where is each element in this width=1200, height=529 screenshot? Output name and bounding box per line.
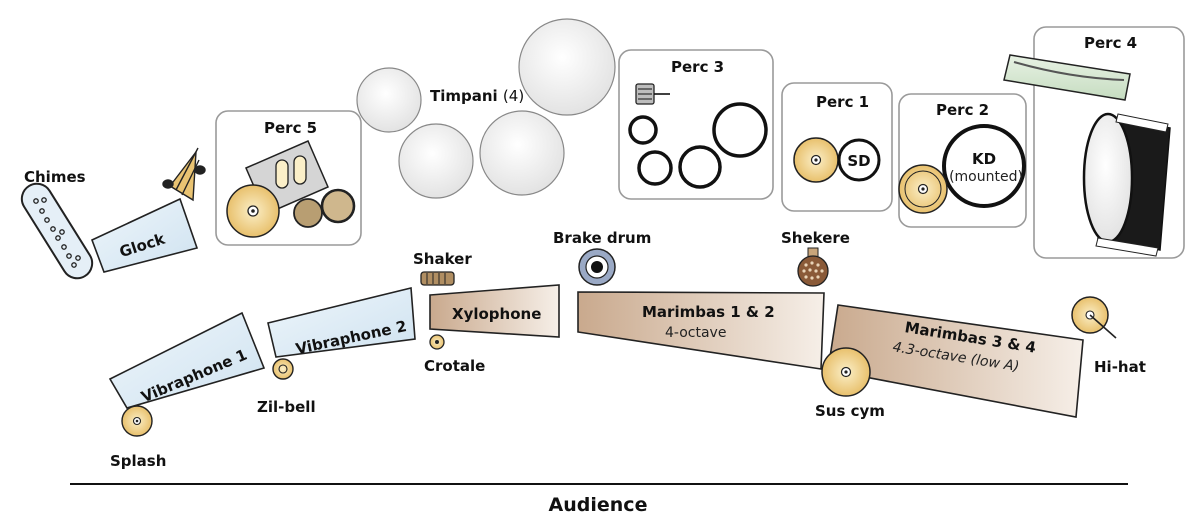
shekere-label: Shekere <box>781 229 850 247</box>
glock-shape <box>90 197 199 273</box>
sus-cym-icon <box>821 347 871 397</box>
perc5-label: Perc 5 <box>264 119 317 137</box>
timpani-label: Timpani (4) <box>430 87 524 105</box>
hi-hat-icon <box>1071 296 1117 339</box>
perc1-label: Perc 1 <box>816 93 869 111</box>
sus-cym-label: Sus cym <box>815 402 885 420</box>
perc4-label: Perc 4 <box>1084 34 1137 52</box>
shaker-label: Shaker <box>413 250 472 268</box>
perc3-instruments <box>628 83 768 189</box>
crotale-icon <box>429 334 445 350</box>
timpani-name: Timpani <box>430 87 498 105</box>
perc2-label: Perc 2 <box>936 101 989 119</box>
mounted-tam-tam-icon <box>1003 54 1131 101</box>
bass-drum-icon <box>1082 112 1171 257</box>
vibraphone1-shape <box>108 311 266 409</box>
perc2-instruments <box>898 124 1026 214</box>
sd-label: SD <box>847 152 870 170</box>
shaker-icon <box>420 271 455 286</box>
perc1-instruments <box>793 137 881 183</box>
chimes-icon <box>20 182 94 280</box>
xylophone-shape <box>429 284 560 338</box>
mark-tree-icon <box>162 147 206 202</box>
marimbas12-shape <box>577 291 825 370</box>
shekere-icon <box>797 247 829 287</box>
vibraphone2-shape <box>267 286 416 358</box>
timpani-drums <box>356 18 616 199</box>
kd-sub-label: (mounted) <box>949 169 1023 185</box>
xylophone-label: Xylophone <box>452 305 541 323</box>
hi-hat-label: Hi-hat <box>1094 358 1146 376</box>
splash-label: Splash <box>110 452 166 470</box>
zil-bell-label: Zil-bell <box>257 398 316 416</box>
kd-label: KD <box>972 150 996 168</box>
audience-label: Audience <box>549 494 648 516</box>
crotale-label: Crotale <box>424 357 485 375</box>
brake-drum-icon <box>578 248 616 286</box>
perc3-box <box>618 49 774 200</box>
marimbas12-sub: 4-octave <box>665 325 726 341</box>
marimbas34-shape <box>827 304 1084 418</box>
perc5-instruments <box>226 140 356 238</box>
chimes-label: Chimes <box>24 168 86 186</box>
timpani-count: (4) <box>503 87 524 105</box>
zil-bell-icon <box>272 358 294 380</box>
splash-cymbal-icon <box>121 405 153 437</box>
brake-drum-label: Brake drum <box>553 229 651 247</box>
marimbas12-label: Marimbas 1 & 2 <box>642 303 775 321</box>
perc3-label: Perc 3 <box>671 58 724 76</box>
